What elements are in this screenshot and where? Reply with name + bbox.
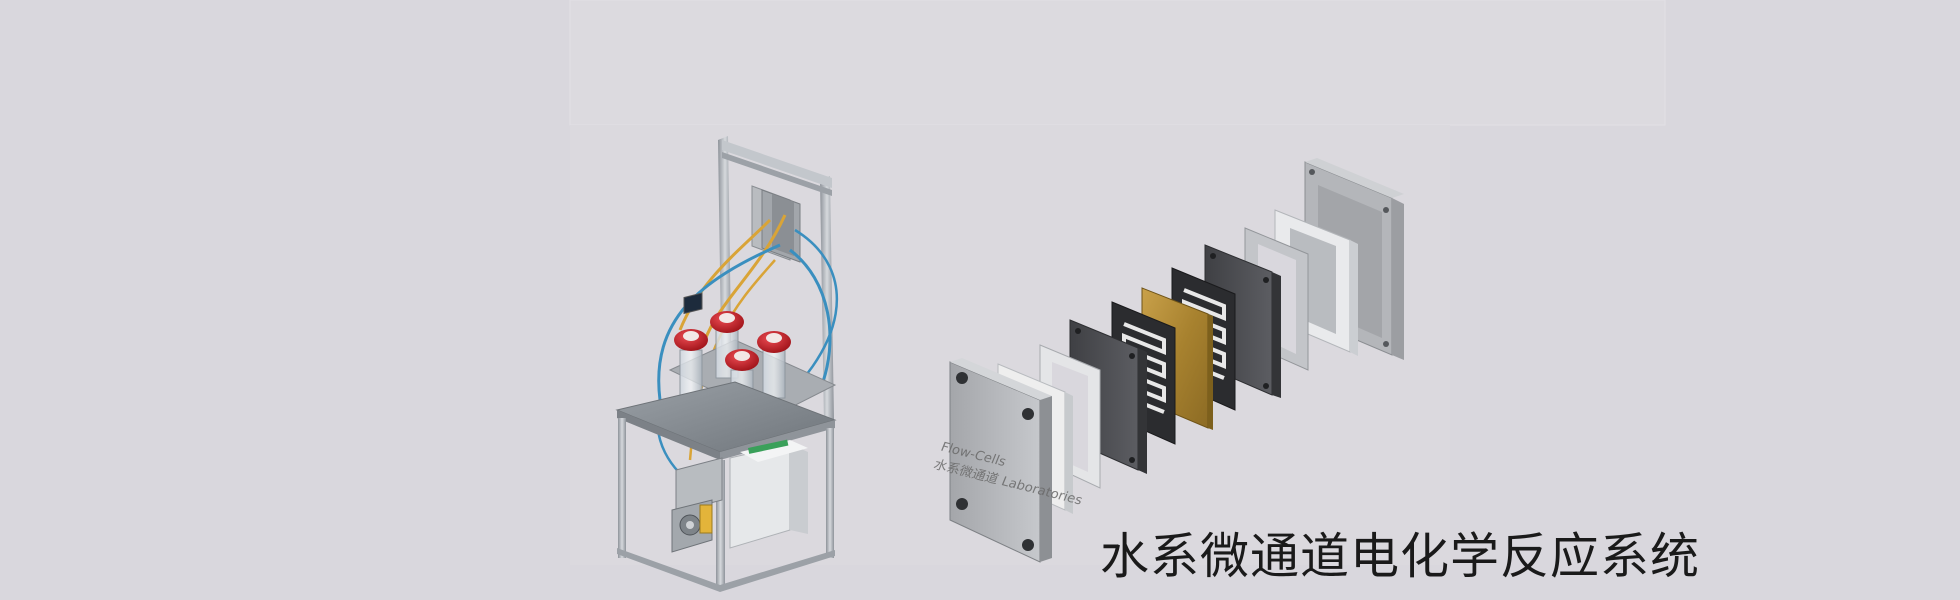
system-caption: 水系微通道电化学反应系统	[1100, 528, 1701, 585]
tower-top-beam	[722, 140, 832, 188]
cabinet-post-right	[826, 428, 834, 558]
reservoir-1	[674, 329, 708, 399]
tower-post-right	[820, 176, 834, 424]
front-end-plate	[949, 358, 1052, 563]
peristaltic-pump	[671, 292, 723, 553]
backdrop-panel	[569, 0, 1666, 126]
cabinet-bottom	[617, 548, 835, 592]
yellow-tube	[678, 218, 772, 331]
exploded-cell-stack	[949, 158, 1404, 563]
flow-reactor-rig	[615, 136, 839, 592]
blue-tube	[789, 248, 832, 391]
reservoir-3	[757, 331, 791, 399]
cabinet-post-left	[618, 418, 626, 558]
cabinet-post-front	[716, 460, 725, 590]
